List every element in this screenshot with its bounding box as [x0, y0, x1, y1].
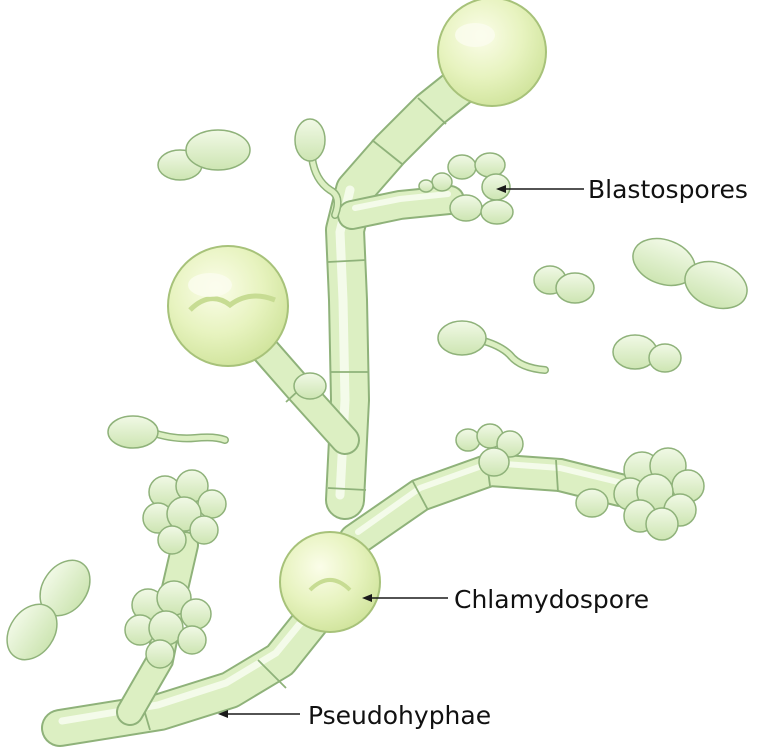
blastospore-cluster-middle — [455, 423, 524, 477]
yeast-elongated-right — [632, 237, 748, 310]
leader-chlamydospore — [362, 594, 448, 602]
yeast-bud-stem — [293, 372, 327, 400]
yeast-pair-top-left — [157, 129, 251, 181]
cell-cluster-right — [613, 447, 705, 541]
germ-tube-cell-middle — [437, 320, 549, 374]
yeast-pair-right-lower — [612, 334, 682, 373]
yeast-pair-right-mid — [533, 265, 595, 304]
cell-cluster-left-lower — [124, 580, 212, 669]
label-chlamydospore: Chlamydospore — [454, 585, 649, 614]
chlamydospore-top — [437, 0, 547, 107]
blastospore-single-right — [575, 488, 609, 518]
chlamydospore-upper-left — [167, 245, 289, 367]
leader-blastospores — [496, 185, 584, 193]
label-pseudohyphae: Pseudohyphae — [308, 701, 491, 730]
blastospore-cluster-top — [418, 152, 514, 225]
yeast-elongated-left — [6, 559, 91, 661]
leader-pseudohyphae — [218, 710, 300, 718]
germ-tube-cell-top — [294, 118, 342, 219]
cell-cluster-left-upper — [142, 469, 227, 555]
branch-to-blastospores — [337, 185, 465, 230]
germ-tube-cell-left — [107, 415, 229, 449]
label-blastospores: Blastospores — [588, 175, 748, 204]
chlamydospore-center — [279, 531, 381, 633]
